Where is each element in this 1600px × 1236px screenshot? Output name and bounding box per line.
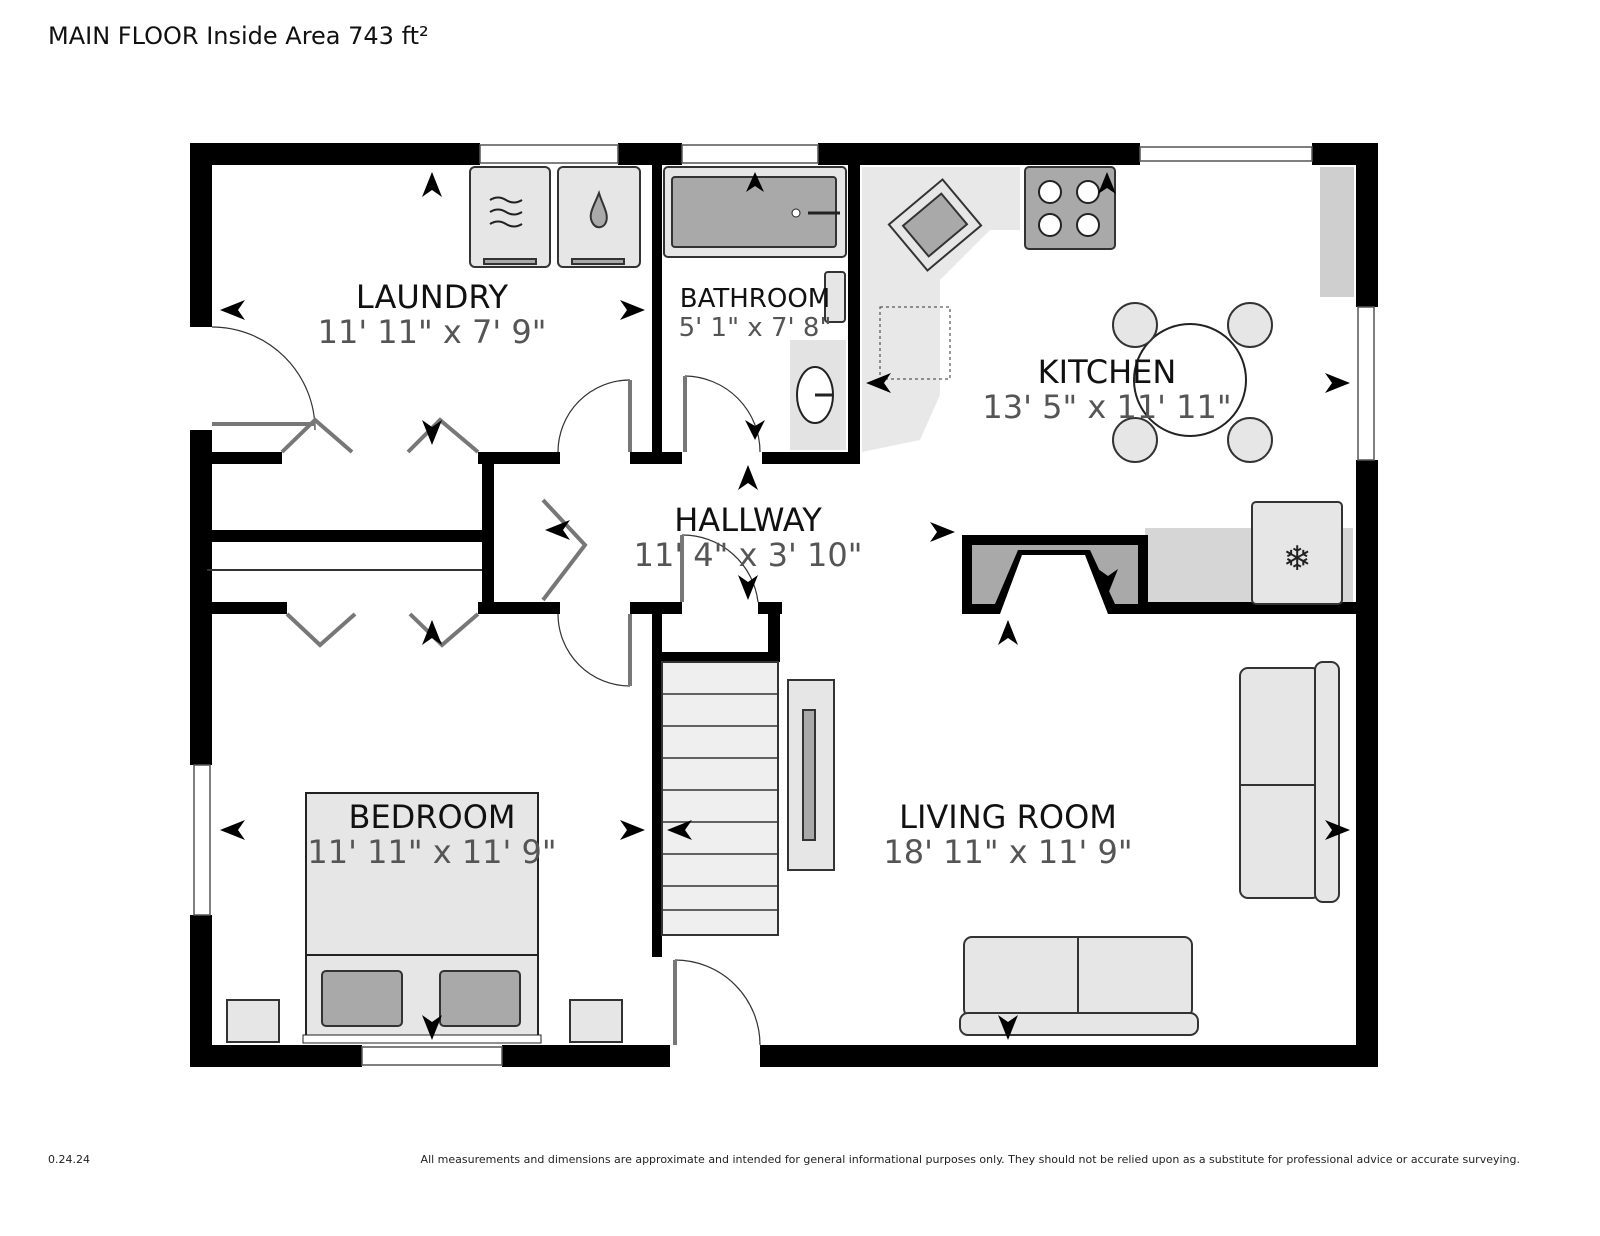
direction-arrows bbox=[220, 172, 1350, 1040]
room-name: BEDROOM bbox=[348, 798, 515, 836]
tv-console bbox=[787, 679, 835, 871]
room-name: HALLWAY bbox=[674, 501, 822, 539]
disclaimer: All measurements and dimensions are appr… bbox=[420, 1153, 1520, 1166]
toilet bbox=[824, 271, 846, 323]
dishwasher bbox=[879, 306, 951, 380]
room-name: LAUNDRY bbox=[356, 278, 509, 316]
room-name: BATHROOM bbox=[680, 284, 830, 314]
room-name: LIVING ROOM bbox=[899, 798, 1117, 836]
heat-icon bbox=[489, 196, 523, 228]
room-dims: 13' 5" x 11' 11" bbox=[982, 388, 1231, 426]
bathtub bbox=[663, 166, 847, 258]
nightstands bbox=[226, 999, 623, 1043]
room-dims: 5' 1" x 7' 8" bbox=[679, 313, 832, 343]
sofa-bottom bbox=[959, 936, 1199, 1036]
doors[interactable] bbox=[211, 326, 761, 1046]
dining-table bbox=[1112, 302, 1273, 463]
dryer bbox=[469, 166, 551, 268]
room-laundry: LAUNDRY 11' 11" x 7' 9" bbox=[318, 278, 547, 351]
room-dims: 11' 11" x 7' 9" bbox=[318, 313, 547, 351]
sofa-right bbox=[1239, 661, 1340, 903]
fireplace bbox=[962, 535, 1148, 614]
interior-walls bbox=[205, 165, 1356, 957]
room-kitchen: KITCHEN 13' 5" x 11' 11" bbox=[982, 353, 1231, 426]
snowflake-icon: ❄ bbox=[1283, 539, 1312, 579]
room-bedroom: BEDROOM 11' 11" x 11' 9" bbox=[307, 798, 556, 871]
floor-title: MAIN FLOOR Inside Area 743 ft² bbox=[48, 22, 429, 50]
washer bbox=[557, 166, 641, 268]
room-dims: 11' 11" x 11' 9" bbox=[307, 833, 556, 871]
refrigerator: ❄ bbox=[1251, 501, 1343, 605]
room-living-room: LIVING ROOM 18' 11" x 11' 9" bbox=[883, 798, 1132, 871]
windows bbox=[193, 144, 1375, 1066]
room-dims: 18' 11" x 11' 9" bbox=[883, 833, 1132, 871]
sink-vanity bbox=[796, 366, 834, 424]
stove bbox=[1024, 166, 1116, 250]
room-bathroom: BATHROOM 5' 1" x 7' 8" bbox=[679, 284, 832, 343]
room-hallway: HALLWAY 11' 4" x 3' 10" bbox=[634, 501, 863, 574]
version-label: 0.24.24 bbox=[48, 1153, 90, 1166]
room-dims: 11' 4" x 3' 10" bbox=[634, 536, 863, 574]
stairs[interactable] bbox=[661, 661, 779, 936]
room-name: KITCHEN bbox=[1038, 353, 1177, 391]
kitchen-sink bbox=[887, 178, 983, 272]
exterior-walls bbox=[190, 143, 1378, 1067]
bed bbox=[302, 792, 542, 1044]
water-drop-icon bbox=[589, 189, 608, 229]
